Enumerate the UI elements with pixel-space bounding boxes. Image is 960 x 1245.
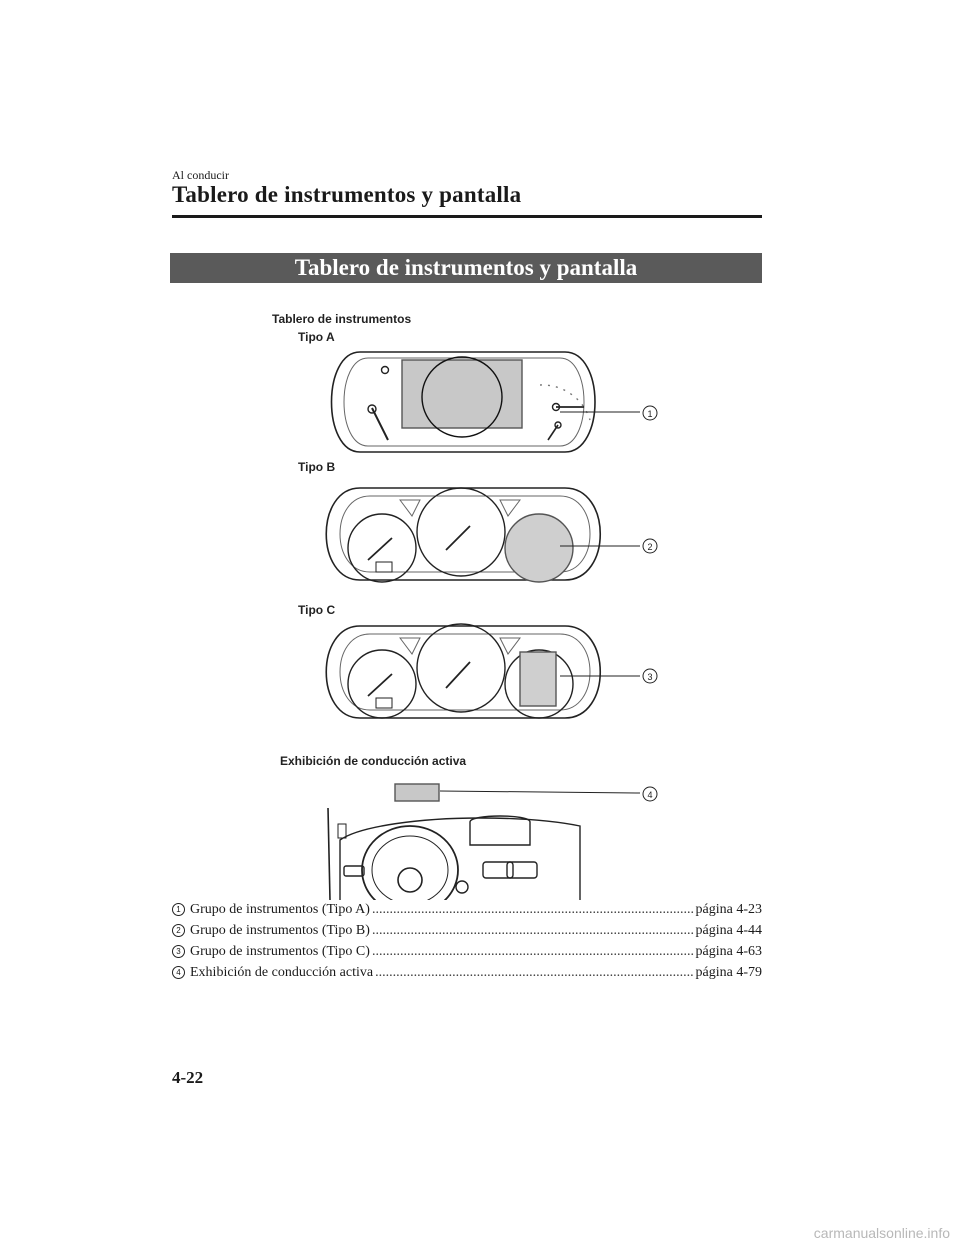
item-number-icon: 1 (172, 903, 185, 916)
figure-label-active-display: Exhibición de conducción activa (280, 754, 467, 768)
callout-2: 2 (647, 542, 652, 552)
dot-leader (375, 965, 693, 981)
dot-leader (372, 944, 694, 960)
item-text: Grupo de instrumentos (Tipo A) (190, 902, 370, 917)
page-reference: página 4-23 (695, 902, 762, 917)
dashboard-active-display: 4 (327, 783, 658, 900)
item-text: Grupo de instrumentos (Tipo C) (190, 944, 370, 959)
callout-1: 1 (647, 409, 652, 419)
list-item: 4 Exhibición de conducción activa página… (172, 965, 762, 986)
list-item: 3 Grupo de instrumentos (Tipo C) página … (172, 944, 762, 965)
reference-list: 1 Grupo de instrumentos (Tipo A) página … (172, 902, 762, 986)
item-text: Exhibición de conducción activa (190, 965, 374, 980)
instrument-illustration: 1 2 (325, 351, 658, 900)
page-number: 4-22 (172, 1068, 204, 1087)
list-item: 2 Grupo de instrumentos (Tipo B) página … (172, 923, 762, 944)
watermark: carmanualsonline.info (813, 1225, 950, 1241)
page-reference: página 4-79 (695, 965, 762, 980)
page-reference: página 4-63 (695, 944, 762, 959)
figure-label-type-c: Tipo C (298, 603, 336, 617)
callout-4: 4 (647, 790, 652, 800)
title-rule (172, 215, 762, 218)
cluster-type-a: 1 (330, 351, 658, 453)
list-item: 1 Grupo de instrumentos (Tipo A) página … (172, 902, 762, 923)
section-label: Al conducir (172, 168, 229, 182)
item-number-icon: 3 (172, 945, 185, 958)
section-banner: Tablero de instrumentos y pantalla (170, 253, 762, 283)
figure-label-type-a: Tipo A (298, 330, 335, 344)
figure-label-instrument-panel: Tablero de instrumentos (272, 312, 412, 326)
cluster-type-c: 3 (325, 623, 658, 719)
item-text: Grupo de instrumentos (Tipo B) (190, 923, 370, 938)
cluster-type-b: 2 (325, 487, 658, 583)
item-number-icon: 4 (172, 966, 185, 979)
dot-leader (372, 923, 694, 939)
callout-3: 3 (647, 672, 652, 682)
page-title: Tablero de instrumentos y pantalla (172, 182, 522, 207)
figure-label-type-b: Tipo B (298, 460, 336, 474)
page-reference: página 4-44 (695, 923, 762, 938)
item-number-icon: 2 (172, 924, 185, 937)
dot-leader (372, 902, 694, 918)
